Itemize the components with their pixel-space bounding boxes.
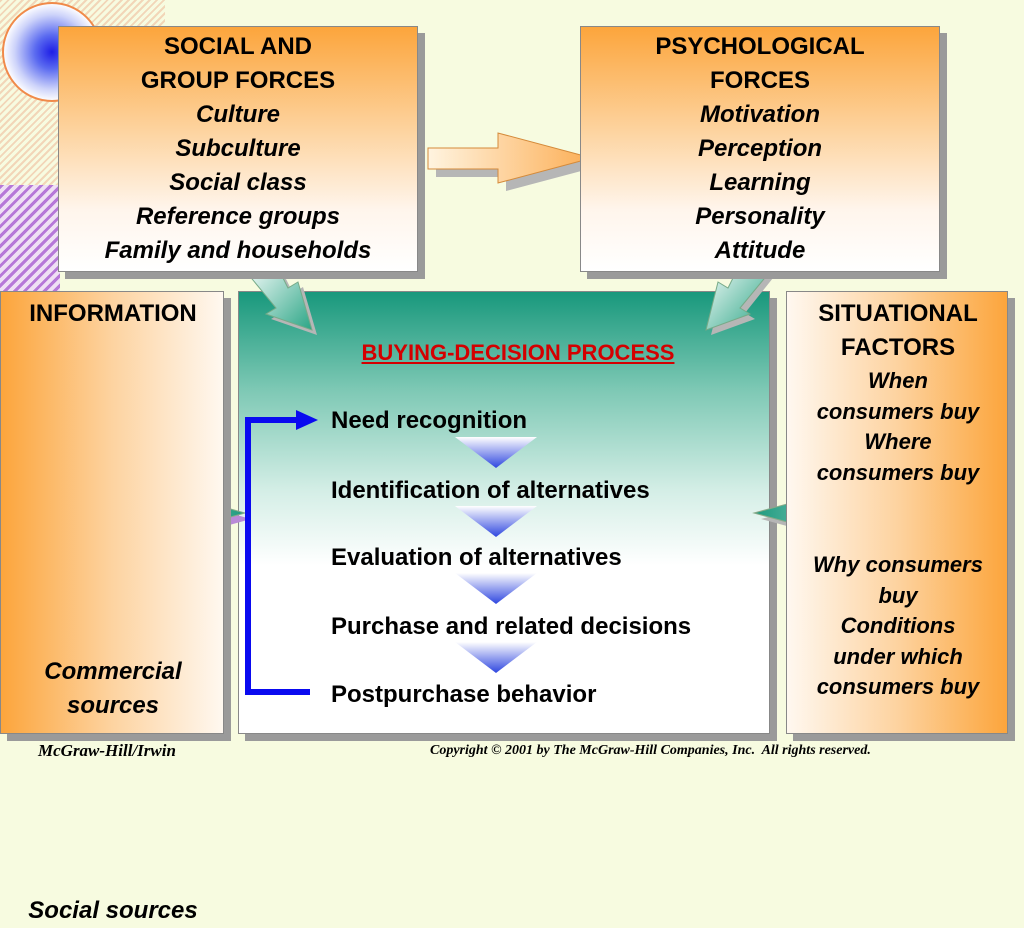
step-down-arrow-1 [455, 437, 537, 468]
social-group-forces-box: SOCIAL AND GROUP FORCES Culture Subcultu… [58, 26, 418, 272]
step-down-arrow-2 [455, 506, 537, 537]
psychological-forces-box: PSYCHOLOGICAL FORCES Motivation Percepti… [580, 26, 940, 272]
situational-factors-box: SITUATIONAL FACTORS When consumers buy W… [786, 291, 1008, 734]
situational-title-line2: FACTORS [840, 334, 956, 361]
footer-copyright: Copyright © 2001 by The McGraw-Hill Comp… [430, 743, 871, 758]
footer-publisher: McGraw-Hill/Irwin [38, 741, 176, 760]
social-item: Reference groups [135, 203, 341, 230]
psych-item: Attitude [714, 237, 806, 264]
social-title-line2: GROUP FORCES [140, 67, 336, 94]
process-step-need-recognition: Need recognition [331, 407, 528, 434]
step-down-arrow-4 [455, 642, 537, 673]
information-social-sources: Social sources [28, 897, 198, 924]
process-step-identification: Identification of alternatives [331, 477, 650, 504]
psych-item: Perception [697, 135, 823, 162]
information-title: INFORMATION [29, 300, 197, 327]
information-box: INFORMATION Commercial sources Social so… [0, 291, 224, 924]
process-step-evaluation: Evaluation of alternatives [331, 544, 622, 571]
situational-title-line1: SITUATIONAL [818, 300, 978, 327]
social-item: Social class [169, 169, 307, 196]
social-item: Culture [196, 101, 280, 128]
feedback-bracket-arrow [245, 410, 318, 695]
social-title-line1: SOCIAL AND [163, 33, 312, 60]
psych-item: Personality [695, 203, 825, 230]
information-commercial-line1: Commercial [44, 658, 182, 685]
step-down-arrow-3 [455, 573, 537, 604]
social-item: Family and households [104, 237, 372, 264]
situational-item: consumers buy [816, 460, 980, 485]
psych-title-line2: FORCES [709, 67, 810, 94]
situational-item: consumers buy [816, 674, 980, 699]
decorative-purple-hatch [0, 185, 60, 300]
psych-item: Learning [709, 169, 811, 196]
process-title: BUYING-DECISION PROCESS [361, 340, 675, 365]
situational-item: Conditions [840, 613, 956, 638]
situational-item: Why consumers [813, 552, 983, 577]
situational-item: Where [864, 429, 932, 454]
social-to-psych-arrow [427, 132, 600, 191]
process-step-purchase: Purchase and related decisions [331, 613, 692, 640]
psych-title-line1: PSYCHOLOGICAL [655, 33, 865, 60]
psych-item: Motivation [700, 101, 820, 128]
situational-item: consumers buy [816, 399, 980, 424]
situational-item: When [868, 368, 928, 393]
situational-item: under which [833, 644, 963, 669]
process-step-postpurchase: Postpurchase behavior [331, 681, 597, 708]
social-item: Subculture [175, 135, 301, 162]
situational-item: buy [878, 583, 918, 608]
information-commercial-line2: sources [66, 692, 160, 719]
